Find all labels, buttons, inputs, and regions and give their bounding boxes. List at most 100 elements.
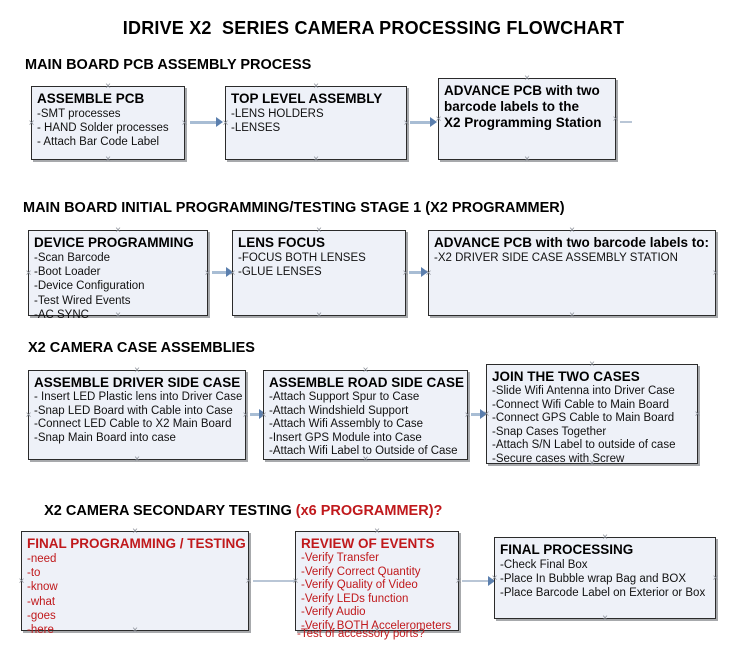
box-line: -Boot Loader	[34, 266, 101, 279]
connector-arrowhead	[216, 117, 223, 127]
connection-handle-bottom[interactable]	[315, 311, 324, 320]
box-line: -here	[27, 624, 54, 637]
connection-handle-bottom[interactable]	[133, 455, 142, 464]
box-top-level-assembly[interactable]: TOP LEVEL ASSEMBLY -LENS HOLDERS -LENSES	[225, 86, 407, 160]
connection-handle-left[interactable]	[17, 577, 26, 586]
connection-handle-top[interactable]	[114, 226, 123, 235]
box-line: -Attach S/N Label to outside of case	[492, 439, 676, 452]
box-line: -need	[27, 553, 57, 565]
connection-handle-left[interactable]	[291, 577, 300, 586]
box-title: ASSEMBLE ROAD SIDE CASE	[269, 375, 465, 390]
box-line: - Insert LED Plastic lens into Driver Ca…	[34, 391, 243, 403]
connector-review-to-final-processing	[462, 580, 492, 582]
connection-handle-bottom[interactable]	[312, 155, 321, 164]
box-advance-pcb-driver-side-case[interactable]: ADVANCE PCB with two barcode labels to: …	[428, 230, 716, 316]
connection-handle-right[interactable]	[611, 115, 620, 124]
connection-handle-bottom[interactable]	[588, 459, 597, 468]
box-line: -goes	[27, 609, 56, 622]
box-advance-pcb-programming-station[interactable]: ADVANCE PCB with two barcode labels to t…	[438, 78, 616, 160]
connection-handle-top[interactable]	[601, 533, 610, 542]
box-line: -Verify Quality of Video	[301, 579, 418, 592]
connection-handle-top[interactable]	[373, 527, 382, 536]
section-heading-main-board-initial-programming: MAIN BOARD INITIAL PROGRAMMING/TESTING S…	[23, 200, 565, 216]
box-assemble-driver-side-case[interactable]: ASSEMBLE DRIVER SIDE CASE - Insert LED P…	[28, 370, 246, 460]
connection-handle-bottom[interactable]	[568, 311, 577, 320]
box-assemble-pcb[interactable]: ASSEMBLE PCB -SMT processes - HAND Solde…	[31, 86, 185, 160]
connector-road-case-to-join-cases	[471, 413, 483, 416]
section-heading-annotation: (x6 PROGRAMMER)?	[295, 503, 443, 519]
box-line: -AC SYNC	[34, 308, 89, 321]
box-line: -Slide Wifi Antenna into Driver Case	[492, 385, 675, 397]
box-line: -Verify Correct Quantity	[301, 565, 421, 578]
connection-handle-top[interactable]	[315, 226, 324, 235]
connection-handle-top[interactable]	[133, 366, 142, 375]
connection-handle-top[interactable]	[568, 226, 577, 235]
connection-handle-top[interactable]	[361, 366, 370, 375]
connection-handle-left[interactable]	[434, 115, 443, 124]
connection-handle-left[interactable]	[221, 119, 230, 128]
box-final-programming-testing[interactable]: FINAL PROGRAMMING / TESTING -need -to -k…	[21, 531, 249, 636]
box-line: -Scan Barcode	[34, 252, 111, 264]
box-title: REVIEW OF EVENTS	[301, 536, 435, 551]
box-line: -SMT processes	[37, 108, 121, 120]
box-title: LENS FOCUS	[238, 235, 326, 250]
connector-top-level-to-advance-pcb	[410, 121, 432, 124]
box-review-of-events[interactable]: REVIEW OF EVENTS -Verify Transfer -Verif…	[295, 531, 459, 632]
connection-handle-bottom[interactable]	[523, 155, 532, 164]
connection-handle-left[interactable]	[24, 269, 33, 278]
connection-handle-bottom[interactable]	[601, 614, 610, 623]
box-title: FINAL PROGRAMMING / TESTING	[27, 536, 246, 551]
connection-handle-top[interactable]	[523, 74, 532, 83]
box-line: X2 Programming Station	[444, 115, 602, 130]
connection-handle-left[interactable]	[24, 411, 33, 420]
box-join-the-two-cases[interactable]: JOIN THE TWO CASES -Slide Wifi Antenna i…	[486, 364, 698, 465]
connection-handle-top[interactable]	[312, 82, 321, 91]
connection-handle-right[interactable]	[711, 269, 720, 278]
box-title: JOIN THE TWO CASES	[492, 369, 640, 384]
connection-handle-left[interactable]	[490, 574, 499, 583]
box-final-processing[interactable]: FINAL PROCESSING -Check Final Box -Place…	[494, 537, 716, 619]
box-device-programming[interactable]: DEVICE PROGRAMMING -Scan Barcode -Boot L…	[28, 230, 208, 321]
connection-handle-top[interactable]	[588, 360, 597, 369]
box-line: -know	[27, 581, 58, 594]
connection-handle-top[interactable]	[104, 82, 113, 91]
box-line: -Place In Bubble wrap Bag and BOX	[500, 573, 687, 586]
connection-handle-right[interactable]	[203, 269, 212, 278]
connection-handle-left[interactable]	[482, 410, 491, 419]
box-title: ASSEMBLE DRIVER SIDE CASE	[34, 375, 241, 390]
box-title: ADVANCE PCB with two	[444, 83, 600, 98]
box-line: - Attach Bar Code Label	[37, 136, 160, 149]
box-line: -Attach Wifi Assembly to Case	[269, 418, 424, 431]
connection-handle-left[interactable]	[259, 411, 268, 420]
box-line: -Snap LED Board with Cable into Case	[34, 404, 233, 417]
box-line: -Device Configuration	[34, 280, 145, 293]
connection-handle-right[interactable]	[693, 410, 702, 419]
box-line: -Connect GPS Cable to Main Board	[492, 412, 675, 425]
connection-handle-left[interactable]	[424, 269, 433, 278]
box-line: -Attach Wifi Label to Outside of Case	[269, 445, 458, 458]
box-line: -Connect Wifi Cable to Main Board	[492, 398, 670, 411]
box-line: -Verify LEDs function	[301, 592, 409, 605]
connection-handle-right[interactable]	[180, 119, 189, 128]
box-line: - HAND Solder processes	[37, 122, 169, 135]
box-lens-focus[interactable]: LENS FOCUS -FOCUS BOTH LENSES -GLUE LENS…	[232, 230, 406, 316]
connection-handle-bottom[interactable]	[114, 311, 123, 320]
connection-handle-right[interactable]	[711, 574, 720, 583]
box-line: -Attach Support Spur to Case	[269, 391, 420, 403]
connection-handle-bottom[interactable]	[104, 155, 113, 164]
connector-lens-focus-to-advance-pcb	[409, 271, 423, 274]
box-assemble-road-side-case[interactable]: ASSEMBLE ROAD SIDE CASE -Attach Support …	[263, 370, 468, 460]
connection-handle-left[interactable]	[27, 119, 36, 128]
box-line: -Snap Cases Together	[492, 425, 607, 438]
connection-handle-left[interactable]	[228, 269, 237, 278]
box-line: -Place Barcode Label on Exterior or Box	[500, 587, 706, 600]
connection-handle-bottom[interactable]	[131, 626, 140, 635]
page-title: IDRIVE X2 SERIES CAMERA PROCESSING FLOWC…	[122, 18, 625, 38]
connection-handle-top[interactable]	[131, 527, 140, 536]
connection-handle-right[interactable]	[244, 577, 253, 586]
connection-handle-right[interactable]	[241, 411, 250, 420]
connector-device-programming-to-lens-focus	[212, 271, 228, 274]
box-line: -X2 DRIVER SIDE CASE ASSEMBLY STATION	[434, 252, 678, 264]
connection-handle-bottom[interactable]	[361, 455, 370, 464]
